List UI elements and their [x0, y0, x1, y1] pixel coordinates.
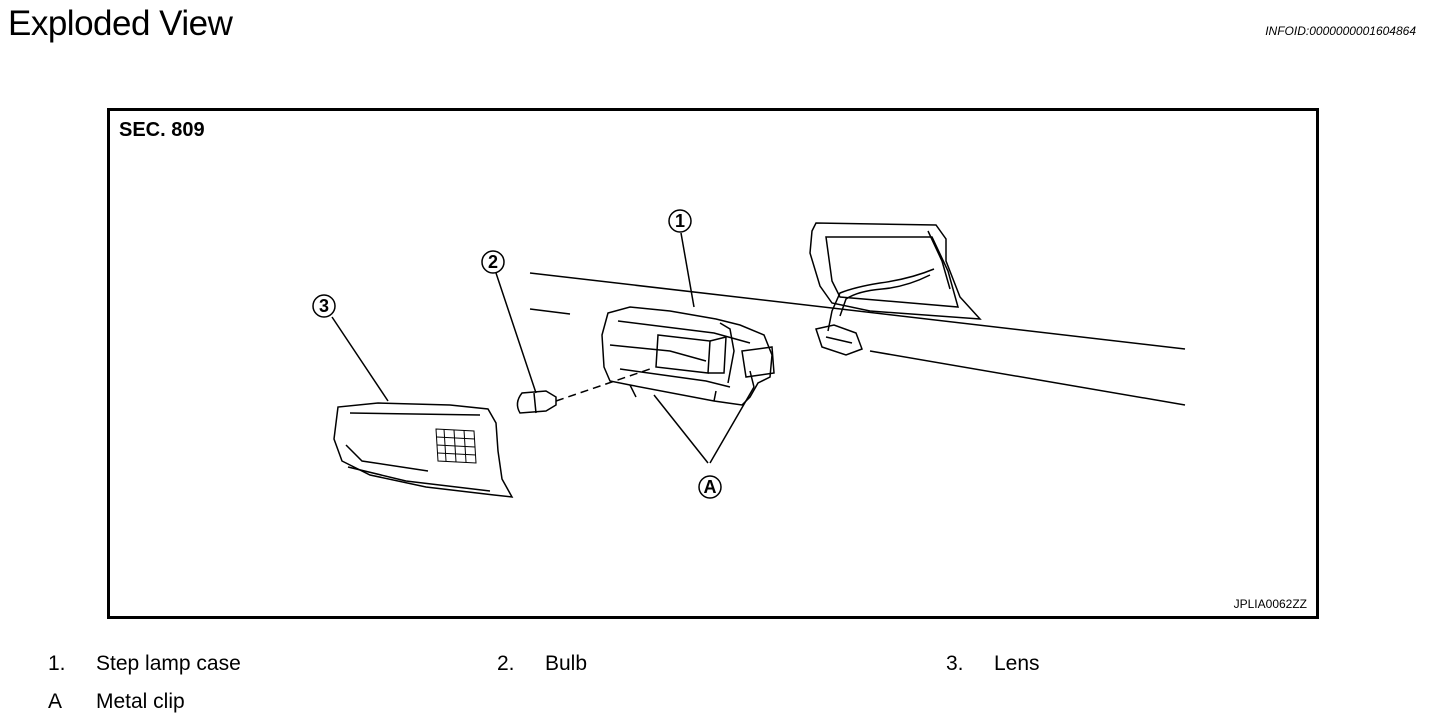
legend-number: 2. [497, 652, 515, 675]
section-label: SEC. 809 [119, 119, 205, 141]
callout-circle-3 [312, 294, 336, 318]
legend-label: Step lamp case [96, 652, 241, 675]
callout-a: A [704, 477, 717, 497]
legend-number: A [48, 690, 63, 713]
legend-label: Lens [994, 652, 1040, 675]
exploded-diagram: 1 2 3 A [312, 209, 1186, 499]
callout-circle-2 [481, 250, 505, 274]
legend-label: Metal clip [96, 690, 185, 713]
leader-2 [495, 272, 537, 394]
legend-label: Bulb [545, 652, 588, 675]
step-lamp-case [601, 306, 775, 406]
callout-circle-1 [668, 209, 692, 233]
callout-1: 1 [675, 211, 685, 231]
lens [333, 402, 514, 498]
callout-2: 2 [488, 252, 498, 272]
leader-a-right [709, 386, 755, 464]
legend-number: 1. [48, 652, 66, 675]
callout-circle-a [698, 475, 722, 499]
info-id: INFOID:0000000001604864 [1265, 24, 1416, 38]
page-title: Exploded View [8, 4, 233, 43]
leader-1 [680, 232, 695, 308]
callout-3: 3 [319, 296, 329, 316]
leader-a-left [653, 394, 709, 464]
figure-frame: SEC. 809 [107, 108, 1319, 619]
door-trim-panel [529, 222, 1186, 406]
figure-code: JPLIA0062ZZ [1233, 597, 1307, 611]
legend-number: 3. [946, 652, 964, 675]
bulb [516, 368, 651, 414]
leader-3 [331, 316, 389, 402]
